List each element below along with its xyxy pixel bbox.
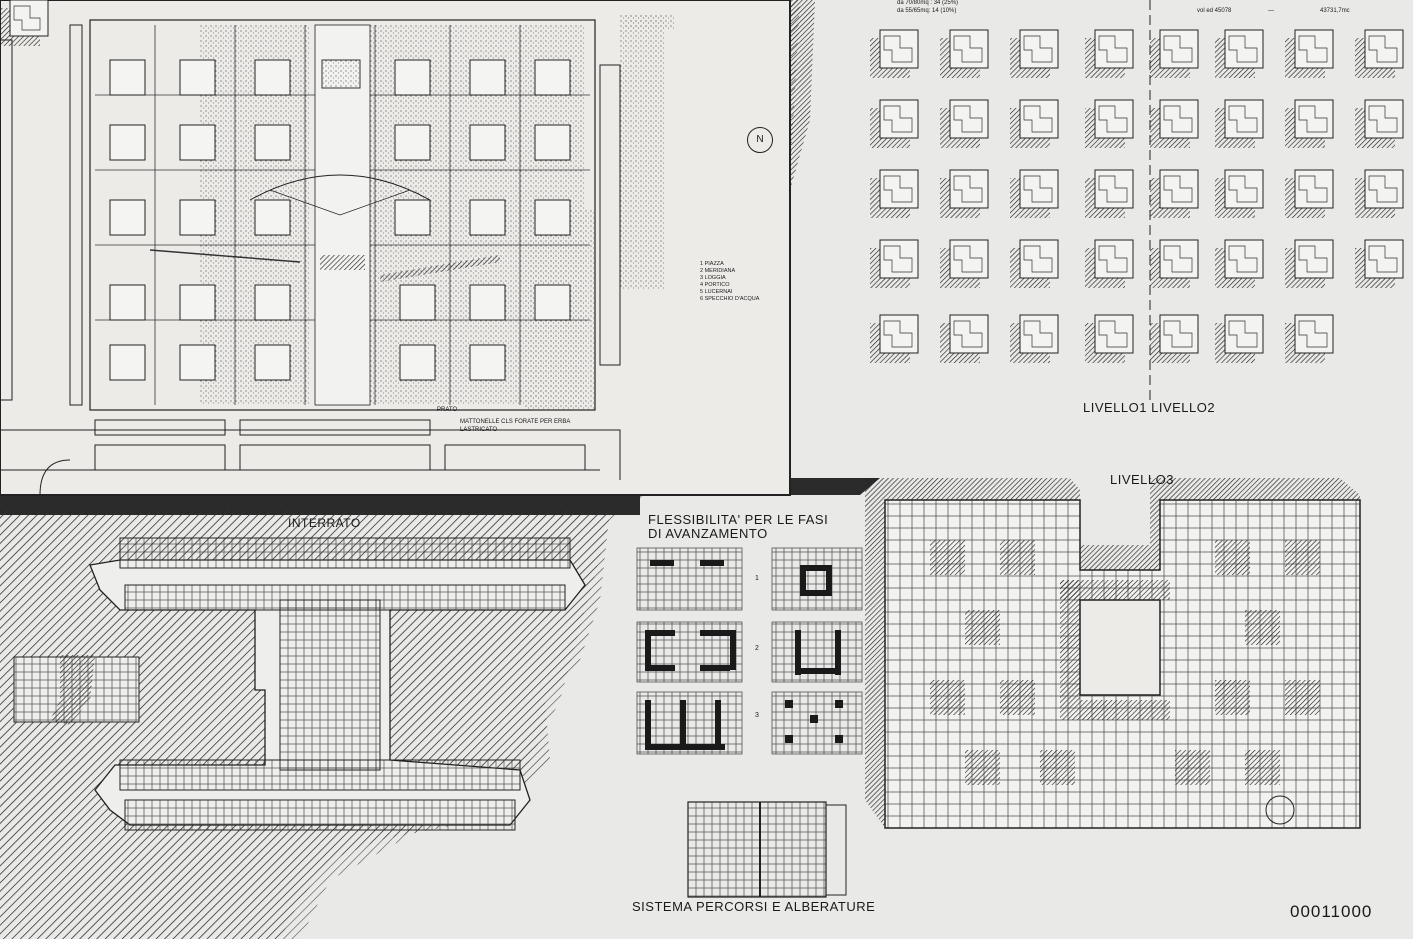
north-arrow-icon: N <box>747 127 773 153</box>
axonometric-unit <box>1355 239 1404 288</box>
legend-item: 2 MERIDIANA <box>700 268 736 274</box>
axonometric-unit <box>1150 99 1199 148</box>
axonometric-unit <box>940 169 989 218</box>
axonometric-unit <box>1010 29 1059 78</box>
interrato-plan <box>0 510 610 939</box>
livello3-plan <box>865 478 1361 829</box>
axonometric-unit <box>1215 169 1264 218</box>
phase-3: 3 <box>755 712 759 719</box>
axonometric-unit <box>1355 99 1404 148</box>
livello3-label: LIVELLO3 <box>1110 472 1174 487</box>
axonometric-unit <box>1215 29 1264 78</box>
axonometric-unit <box>870 169 919 218</box>
phase-1: 1 <box>755 575 759 582</box>
axonometric-unit <box>940 29 989 78</box>
axonometric-unit <box>1215 314 1264 363</box>
note-mattonelle: MATTONELLE CLS FORATE PER ERBA <box>460 419 571 425</box>
axonometric-unit <box>870 239 919 288</box>
axonometric-unit <box>940 99 989 148</box>
sistema-percorsi-plan <box>687 801 847 898</box>
volume-value: 43731,7mc <box>1320 8 1350 14</box>
axonometric-unit <box>1085 29 1134 78</box>
axonometric-unit <box>1285 239 1334 288</box>
interrato-label: INTERRATO <box>288 516 361 530</box>
flexibility-grids <box>636 547 863 755</box>
axonometric-unit <box>1085 99 1134 148</box>
axonometric-unit <box>1010 99 1059 148</box>
legend-item: 5 LUCERNAI <box>700 289 733 295</box>
note-lastricato: LASTRICATO <box>460 427 498 433</box>
legend-item: 6 SPECCHIO D'ACQUA <box>700 296 760 302</box>
axonometric-unit <box>1150 239 1199 288</box>
axonometric-unit <box>1285 99 1334 148</box>
axonometric-unit <box>1085 239 1134 288</box>
axonometric-unit <box>1150 29 1199 78</box>
legend-item: 1 PIAZZA <box>700 261 724 267</box>
axonometric-unit <box>1010 239 1059 288</box>
axonometric-unit <box>870 29 919 78</box>
volume-dash: — <box>1268 8 1274 14</box>
axonometric-unit <box>1355 169 1404 218</box>
axonometric-unit <box>1150 314 1199 363</box>
axonometric-units <box>0 0 49 46</box>
axonometric-unit <box>1085 169 1134 218</box>
phase-2: 2 <box>755 645 759 652</box>
axonometric-unit <box>870 314 919 363</box>
axonometric-unit <box>1285 169 1334 218</box>
axonometric-unit <box>1010 169 1059 218</box>
stats-line-2: da 55/65mq: 14 (10%) <box>897 8 957 14</box>
axonometric-unit <box>1285 314 1334 363</box>
axonometric-unit <box>940 314 989 363</box>
sistema-label: SISTEMA PERCORSI E ALBERATURE <box>632 899 876 914</box>
volume-label: vol ed 45078 <box>1197 8 1232 14</box>
legend-item: 3 LOGGIA <box>700 275 726 281</box>
livello12-label: LIVELLO1 LIVELLO2 <box>1083 400 1216 415</box>
legend-item: 4 PORTICO <box>700 282 730 288</box>
axonometric-unit <box>1150 169 1199 218</box>
axonometric-unit <box>940 239 989 288</box>
drawing-code: 00011000 <box>1290 902 1373 921</box>
axonometric-unit <box>1215 239 1264 288</box>
axonometric-unit <box>1355 29 1404 78</box>
axonometric-unit <box>1285 29 1334 78</box>
axonometric-unit <box>870 99 919 148</box>
note-prato: PRATO <box>437 407 458 413</box>
flex-title-1: FLESSIBILITA' PER LE FASI <box>648 512 829 527</box>
axonometric-unit <box>1085 314 1134 363</box>
flex-title-2: DI AVANZAMENTO <box>648 526 768 541</box>
axonometric-unit <box>1010 314 1059 363</box>
axonometric-unit <box>1215 99 1264 148</box>
site-plan <box>0 0 791 496</box>
plan-legend: 1 PIAZZA 2 MERIDIANA 3 LOGGIA 4 PORTICO … <box>700 261 780 303</box>
stats-line-1: da 70/80mq : 34 (25%) <box>897 0 959 6</box>
